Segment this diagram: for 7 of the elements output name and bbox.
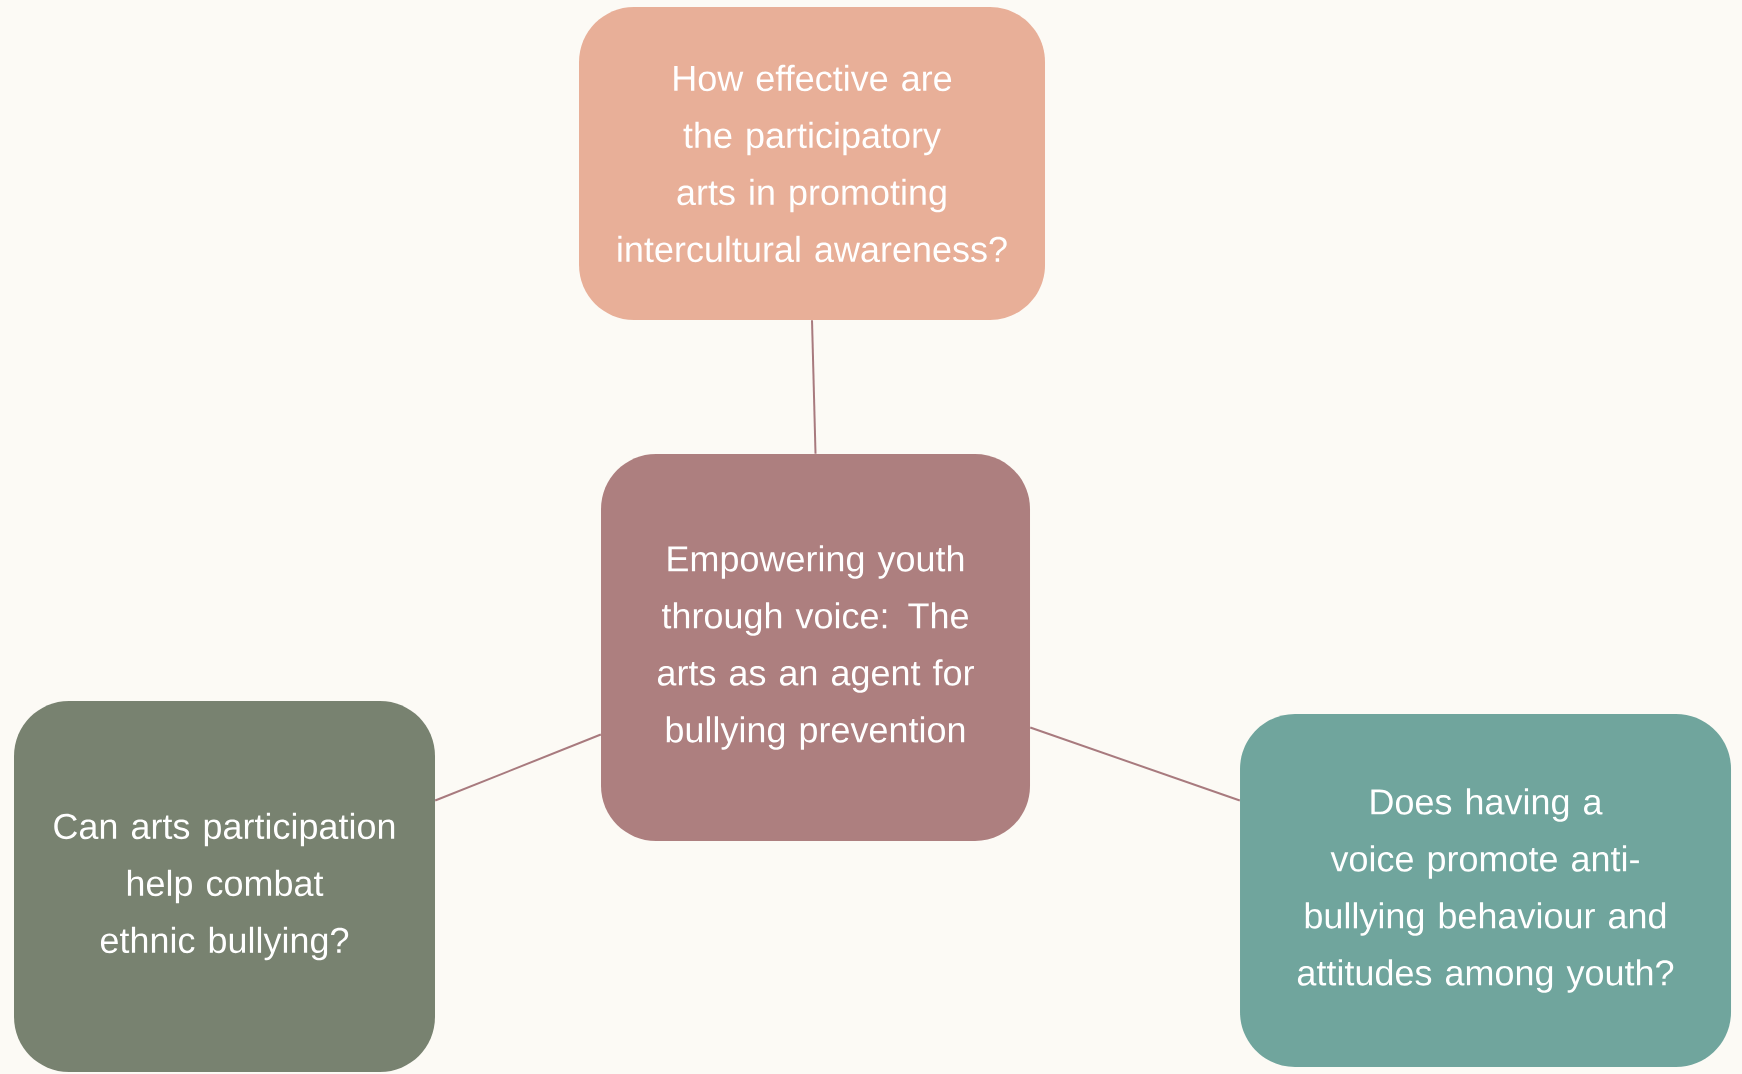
question-box: Can arts participation help combat ethnic bullying? <box>14 701 435 1072</box>
connector-line <box>811 319 817 455</box>
question-box: How effective are the participatory arts in promoting intercultural awareness? <box>579 7 1045 320</box>
question-box: Empowering youth through voice: The arts as an agent for bullying prevention <box>601 454 1030 841</box>
connector-line <box>434 733 602 802</box>
question-box: Does having a voice promote anti-bullying behaviour and attitudes among youth? <box>1240 714 1731 1067</box>
connector-line <box>1029 726 1241 802</box>
